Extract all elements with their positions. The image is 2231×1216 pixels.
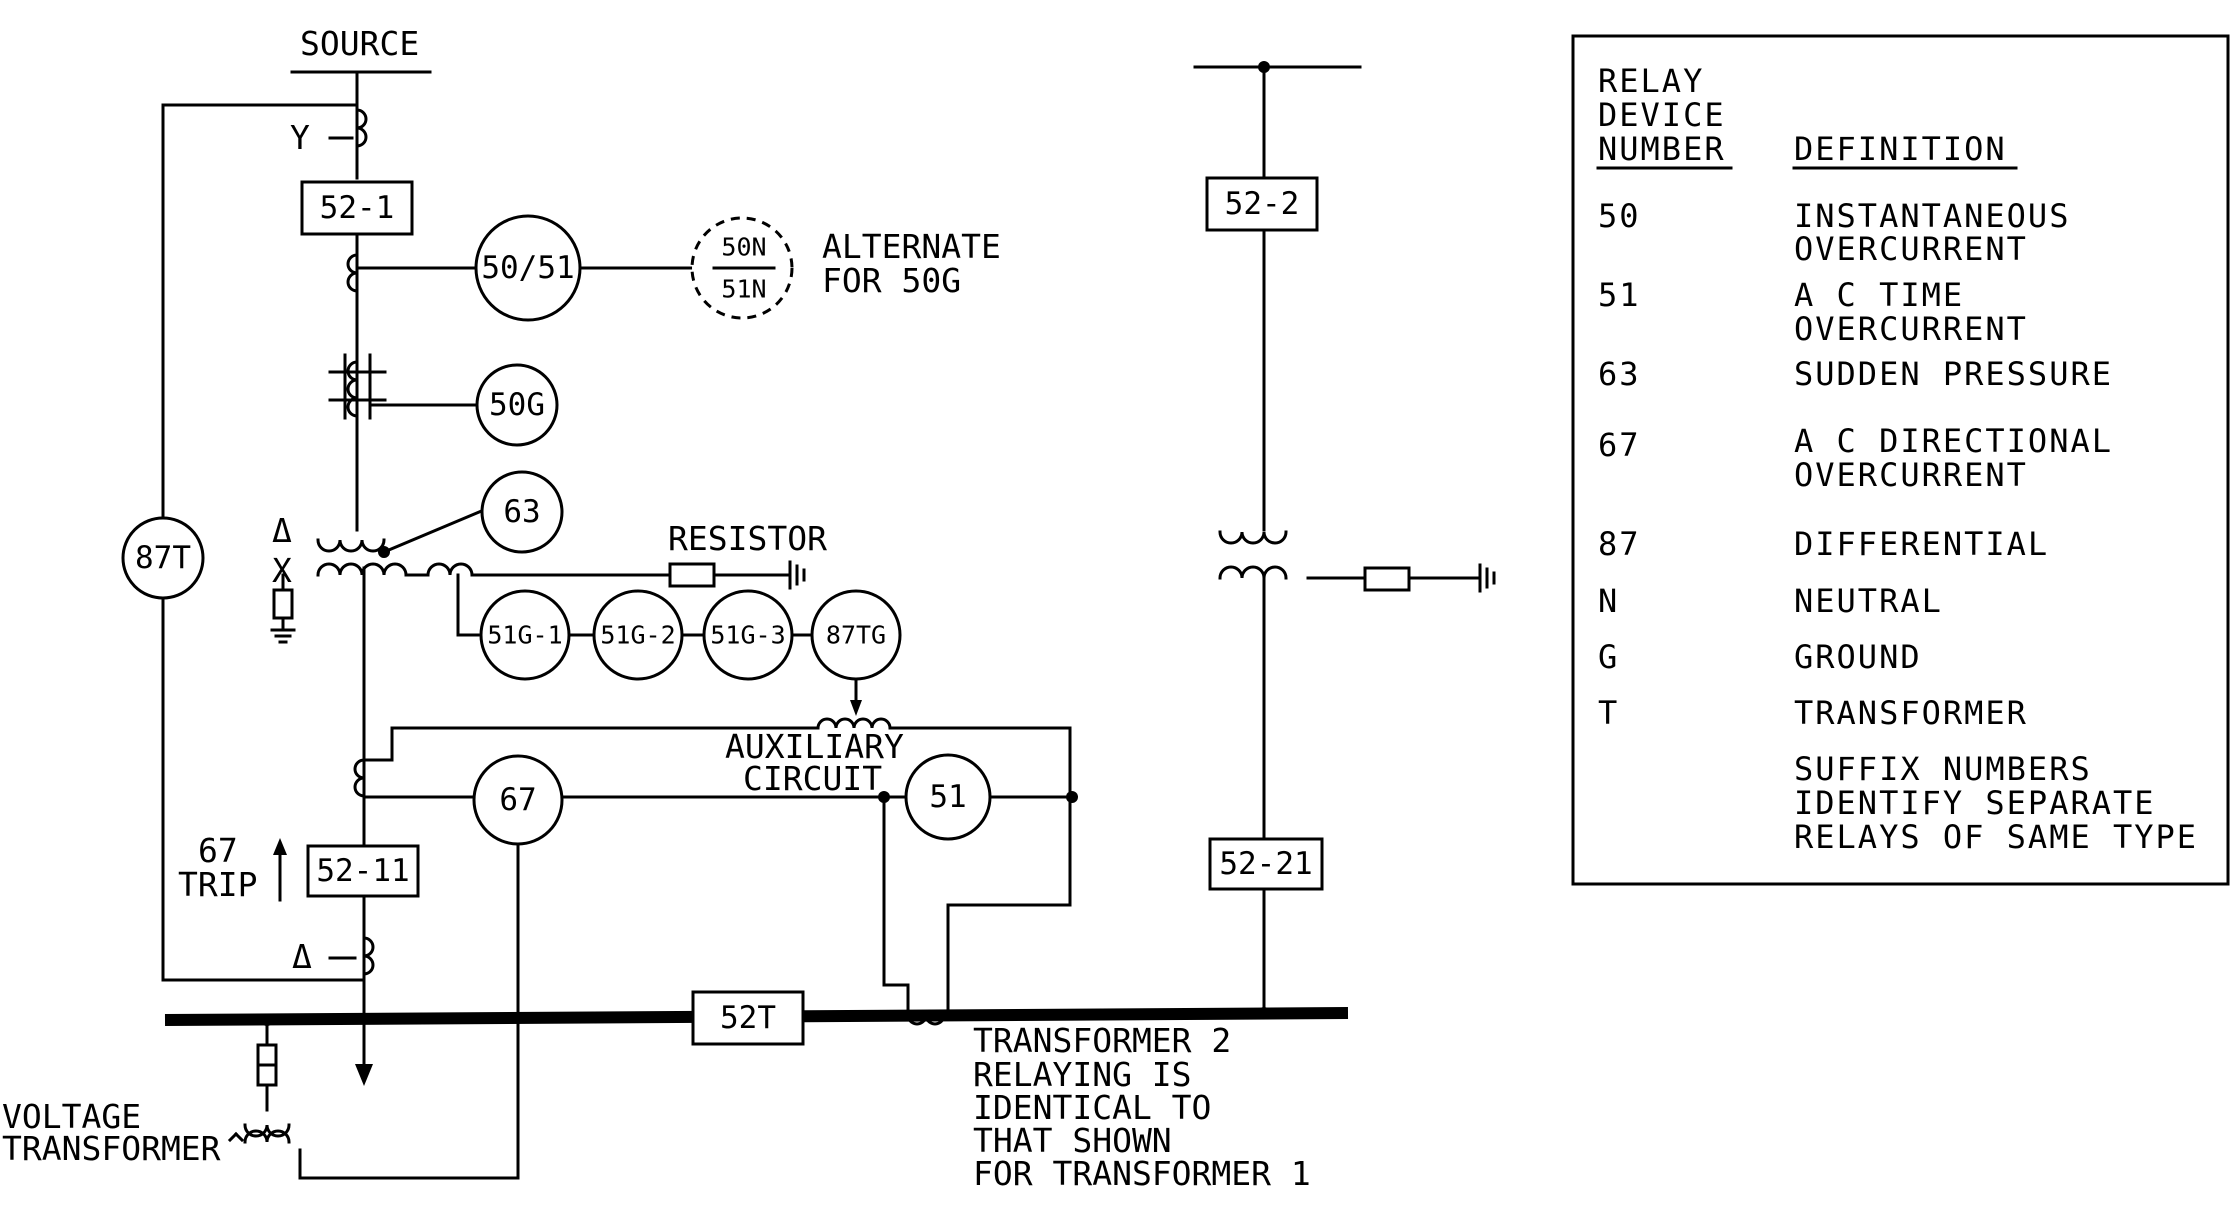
ct-50g — [328, 353, 479, 420]
t2-note-2: RELAYING IS — [973, 1055, 1192, 1094]
relay-51g-2[interactable]: 51G-2 — [592, 589, 684, 681]
relay-51g-2-label: 51G-2 — [600, 621, 675, 650]
transformer-2-note: TRANSFORMER 2 RELAYING IS IDENTICAL TO T… — [973, 1021, 1311, 1193]
ct-delta-bottom: Δ — [292, 936, 375, 976]
relay-50g-label: 50G — [489, 387, 545, 423]
relay-50n-label: 50N — [721, 233, 766, 262]
transformer-2-feeder — [1193, 61, 1496, 1019]
trip-label-1: 67 — [198, 831, 238, 870]
t2-note-1: TRANSFORMER 2 — [973, 1021, 1231, 1060]
legend-def-n: NEUTRAL — [1794, 582, 1943, 620]
delta-bottom-label: Δ — [292, 937, 312, 976]
relay-63-label: 63 — [503, 494, 540, 530]
legend-header-device: DEVICE — [1598, 96, 1726, 134]
legend-def-suffix-a: SUFFIX NUMBERS — [1794, 750, 2092, 788]
legend-num-51: 51 — [1598, 276, 1641, 314]
differential-loop — [161, 103, 366, 982]
legend-def-suffix-b: IDENTIFY SEPARATE — [1794, 784, 2156, 822]
breaker-52t-label: 52T — [720, 1000, 776, 1036]
relay-50n-51n-alternate[interactable]: 50N 51N — [690, 216, 794, 320]
relay-87tg-label: 87TG — [826, 621, 886, 650]
legend-num-87: 87 — [1598, 525, 1641, 563]
x-winding-ground — [270, 573, 296, 644]
ct-67 — [353, 726, 476, 799]
source-label: SOURCE — [300, 24, 419, 63]
ct-50-51 — [346, 253, 479, 293]
legend-num-67: 67 — [1598, 426, 1641, 464]
legend-def-87: DIFFERENTIAL — [1794, 525, 2049, 563]
resistor-label: RESISTOR — [668, 519, 827, 558]
legend-header-definition: DEFINITION — [1794, 130, 2007, 168]
legend-def-51-b: OVERCURRENT — [1794, 310, 2028, 348]
legend-def-50-b: OVERCURRENT — [1794, 230, 2028, 268]
t2-note-3: IDENTICAL TO — [973, 1088, 1211, 1127]
vt-label-2: TRANSFORMER — [2, 1129, 221, 1168]
breaker-52-21-label: 52-21 — [1219, 846, 1312, 882]
relay-51g-1[interactable]: 51G-1 — [479, 589, 571, 681]
auxiliary-label-1: AUXILIARY — [725, 727, 904, 766]
relay-87t[interactable]: 87T — [121, 516, 205, 600]
relay-51[interactable]: 51 — [904, 753, 992, 841]
legend-num-t: T — [1598, 694, 1619, 732]
y-label: Y — [290, 118, 310, 157]
legend-def-50-a: INSTANTANEOUS — [1794, 197, 2070, 235]
breaker-52-2[interactable]: 52-2 — [1205, 176, 1319, 232]
relay-50g[interactable]: 50G — [475, 363, 559, 447]
legend-num-g: G — [1598, 638, 1619, 676]
vt-label-1: VOLTAGE — [2, 1097, 141, 1136]
relay-50-51-label: 50/51 — [481, 250, 574, 286]
transformer-1-feeder — [355, 70, 373, 1086]
legend-header-relay: RELAY — [1598, 62, 1704, 100]
breaker-52-2-label: 52-2 — [1225, 186, 1300, 222]
breaker-52-11-label: 52-11 — [316, 853, 409, 889]
relay-51n-label: 51N — [721, 275, 766, 304]
legend-table: RELAY DEVICE NUMBER DEFINITION 50 INSTAN… — [1571, 34, 2230, 886]
alternate-label-2: FOR 50G — [822, 261, 961, 300]
t2-note-4: THAT SHOWN — [973, 1121, 1172, 1160]
auxiliary-circuit: AUXILIARY CIRCUIT — [390, 717, 1072, 1017]
breaker-52-21[interactable]: 52-21 — [1208, 837, 1324, 891]
load-arrow — [355, 1064, 373, 1086]
resistor — [668, 562, 716, 588]
delta-top-label: Δ — [272, 511, 292, 550]
legend-def-g: GROUND — [1794, 638, 1922, 676]
relay-87tg[interactable]: 87TG — [810, 589, 902, 681]
relay-87t-label: 87T — [135, 540, 191, 576]
neutral-resistor-branch: RESISTOR — [404, 519, 827, 637]
legend-num-63: 63 — [1598, 355, 1641, 393]
relay-51-label: 51 — [929, 779, 966, 815]
alternate-label-1: ALTERNATE — [822, 227, 1001, 266]
relay-67[interactable]: 67 — [472, 754, 564, 846]
auxiliary-label-2: CIRCUIT — [743, 759, 882, 798]
breaker-52-1[interactable]: 52-1 — [300, 180, 414, 236]
legend-def-67-b: OVERCURRENT — [1794, 456, 2028, 494]
relay-51g-1-label: 51G-1 — [487, 621, 562, 650]
legend-header-number: NUMBER — [1598, 130, 1726, 168]
relay-63[interactable]: 63 — [480, 470, 564, 554]
legend-def-63: SUDDEN PRESSURE — [1794, 355, 2113, 393]
power-transformer-1: Δ X — [272, 511, 474, 590]
legend-num-n: N — [1598, 582, 1619, 620]
legend-def-suffix-c: RELAYS OF SAME TYPE — [1794, 818, 2198, 856]
breaker-52t[interactable]: 52T — [691, 990, 805, 1046]
ct-y: Y — [290, 108, 368, 157]
source-bus: SOURCE — [290, 24, 432, 74]
relay-50-51[interactable]: 50/51 — [474, 214, 582, 322]
legend-def-51-a: A C TIME — [1794, 276, 1964, 314]
voltage-transformer: VOLTAGE TRANSFORMER — [2, 1014, 291, 1168]
relay-51g-3[interactable]: 51G-3 — [702, 589, 794, 681]
relay-67-label: 67 — [499, 782, 536, 818]
t2-note-5: FOR TRANSFORMER 1 — [973, 1154, 1311, 1193]
breaker-52-1-label: 52-1 — [320, 190, 395, 226]
relay-51g-3-label: 51G-3 — [710, 621, 785, 650]
trip-indicator: 67 TRIP — [178, 831, 287, 904]
legend-def-67-a: A C DIRECTIONAL — [1794, 422, 2113, 460]
legend-def-t: TRANSFORMER — [1794, 694, 2028, 732]
trip-label-2: TRIP — [178, 865, 257, 904]
legend-num-50: 50 — [1598, 197, 1641, 235]
x-label: X — [272, 551, 292, 590]
breaker-52-11[interactable]: 52-11 — [306, 844, 420, 898]
